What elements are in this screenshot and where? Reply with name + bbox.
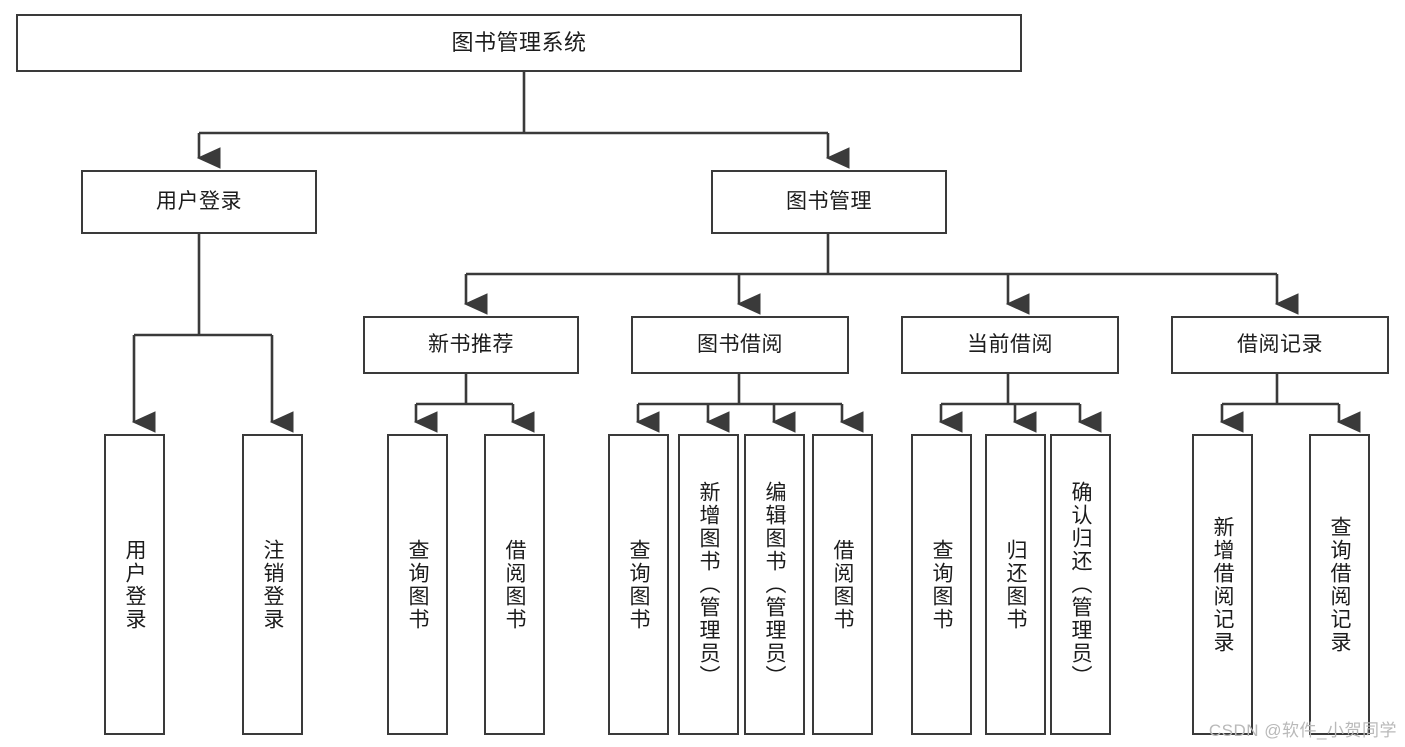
leaf-query-book-borrowing-label: 查询图书: [627, 538, 650, 631]
node-new-book-recommendation-label: 新书推荐: [428, 332, 514, 356]
node-book-borrowing-label: 图书借阅: [697, 332, 783, 356]
leaf-confirm-return-admin-label: 确认归还（管理员）: [1069, 481, 1092, 688]
leaf-user-login[interactable]: 用户登录: [104, 434, 165, 735]
leaf-query-book-recommendation-label: 查询图书: [406, 538, 429, 631]
leaf-query-book-recommendation[interactable]: 查询图书: [387, 434, 448, 735]
leaf-borrow-book-recommendation-label: 借阅图书: [503, 538, 526, 631]
node-book-management[interactable]: 图书管理: [711, 170, 947, 234]
node-root[interactable]: 图书管理系统: [16, 14, 1022, 72]
leaf-add-book-admin-label: 新增图书（管理员）: [697, 481, 720, 688]
leaf-edit-book-admin[interactable]: 编辑图书（管理员）: [744, 434, 805, 735]
leaf-logout-label: 注销登录: [261, 538, 284, 631]
node-root-label: 图书管理系统: [451, 30, 587, 56]
node-new-book-recommendation[interactable]: 新书推荐: [363, 316, 579, 374]
node-current-borrowing[interactable]: 当前借阅: [901, 316, 1119, 374]
leaf-add-borrow-record[interactable]: 新增借阅记录: [1192, 434, 1253, 735]
leaf-user-login-label: 用户登录: [123, 538, 146, 631]
leaf-edit-book-admin-label: 编辑图书（管理员）: [763, 481, 786, 688]
watermark: CSDN @软件_小贺同学: [1208, 721, 1397, 740]
leaf-query-book-current[interactable]: 查询图书: [911, 434, 972, 735]
leaf-borrow-book[interactable]: 借阅图书: [812, 434, 873, 735]
leaf-query-borrow-record[interactable]: 查询借阅记录: [1309, 434, 1370, 735]
node-book-borrowing[interactable]: 图书借阅: [631, 316, 849, 374]
node-user-login-label: 用户登录: [156, 189, 242, 213]
leaf-confirm-return-admin[interactable]: 确认归还（管理员）: [1050, 434, 1111, 735]
node-borrowing-records[interactable]: 借阅记录: [1171, 316, 1389, 374]
leaf-add-book-admin[interactable]: 新增图书（管理员）: [678, 434, 739, 735]
node-current-borrowing-label: 当前借阅: [967, 332, 1053, 356]
leaf-query-book-borrowing[interactable]: 查询图书: [608, 434, 669, 735]
node-borrowing-records-label: 借阅记录: [1237, 332, 1323, 356]
leaf-return-book-label: 归还图书: [1004, 538, 1027, 631]
node-book-management-label: 图书管理: [786, 189, 872, 213]
leaf-borrow-book-label: 借阅图书: [831, 538, 854, 631]
leaf-return-book[interactable]: 归还图书: [985, 434, 1046, 735]
leaf-query-book-current-label: 查询图书: [930, 538, 953, 631]
leaf-logout[interactable]: 注销登录: [242, 434, 303, 735]
leaf-query-borrow-record-label: 查询借阅记录: [1328, 515, 1351, 654]
leaf-add-borrow-record-label: 新增借阅记录: [1211, 515, 1234, 654]
leaf-borrow-book-recommendation[interactable]: 借阅图书: [484, 434, 545, 735]
node-user-login[interactable]: 用户登录: [81, 170, 317, 234]
